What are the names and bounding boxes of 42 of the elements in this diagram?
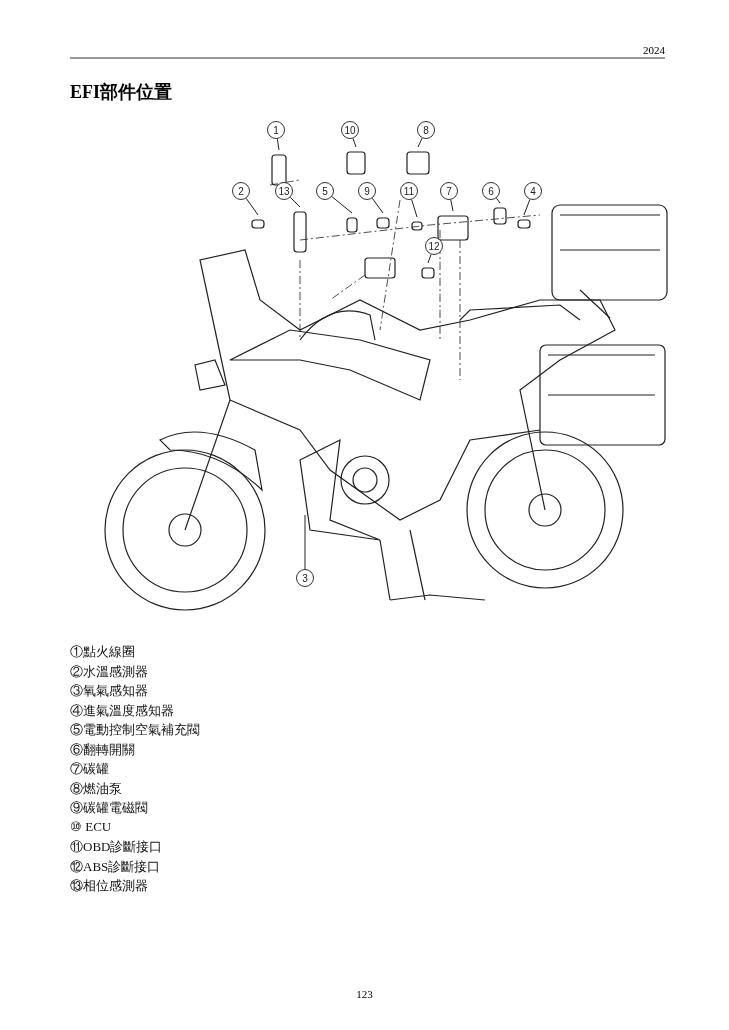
leader-line bbox=[450, 199, 454, 212]
callout-number: 2 bbox=[232, 182, 250, 200]
leader-line bbox=[495, 197, 501, 204]
leader-line bbox=[523, 198, 531, 216]
legend-item: ⑦碳罐 bbox=[70, 760, 109, 778]
callout-number: 4 bbox=[524, 182, 542, 200]
callout-number: 1 bbox=[267, 121, 285, 139]
page-number: 123 bbox=[355, 988, 374, 1000]
leader-line bbox=[352, 138, 357, 148]
callout-number: 9 bbox=[358, 182, 376, 200]
leader-line bbox=[427, 254, 432, 264]
callout-number: 7 bbox=[440, 182, 458, 200]
callout-number: 5 bbox=[316, 182, 334, 200]
legend-item: ⑤電動控制空氣補充閥 bbox=[70, 721, 200, 739]
legend-item: ⑧燃油泵 bbox=[70, 779, 122, 798]
callout-number: 8 bbox=[417, 121, 435, 139]
leader-line bbox=[411, 199, 418, 218]
callout-number: 3 bbox=[296, 569, 314, 587]
callout-number: 12 bbox=[425, 237, 443, 255]
legend-item: ①點火線圈 bbox=[70, 643, 135, 661]
legend-item: ④進氣溫度感知器 bbox=[70, 701, 174, 720]
callout-number: 10 bbox=[341, 121, 359, 139]
legend-item: ⑨碳罐電磁閥 bbox=[70, 799, 148, 817]
leader-line bbox=[276, 138, 280, 151]
legend-item: ③氧氣感知器 bbox=[70, 682, 148, 700]
legend-item: ⑫ABS診斷接口 bbox=[70, 857, 161, 876]
leader-line bbox=[304, 514, 306, 570]
legend-item: ⑬相位感測器 bbox=[70, 877, 148, 895]
leader-line bbox=[331, 196, 353, 214]
callout-number: 11 bbox=[400, 182, 418, 200]
leader-line bbox=[371, 197, 384, 214]
legend-item: ⑪OBD診斷接口 bbox=[70, 838, 163, 856]
page-title: EFI部件位置 bbox=[70, 81, 172, 104]
leader-line bbox=[289, 196, 301, 208]
callout-number: 6 bbox=[482, 182, 500, 200]
leader-line bbox=[245, 197, 259, 216]
legend-item: ②水溫感測器 bbox=[70, 662, 148, 681]
legend-item: ⑥翻轉開關 bbox=[70, 740, 135, 759]
legend-item: ⑩ ECU bbox=[70, 818, 112, 835]
callout-number: 13 bbox=[275, 182, 293, 200]
leader-line bbox=[417, 137, 423, 148]
header-text: 2024 bbox=[643, 44, 665, 56]
